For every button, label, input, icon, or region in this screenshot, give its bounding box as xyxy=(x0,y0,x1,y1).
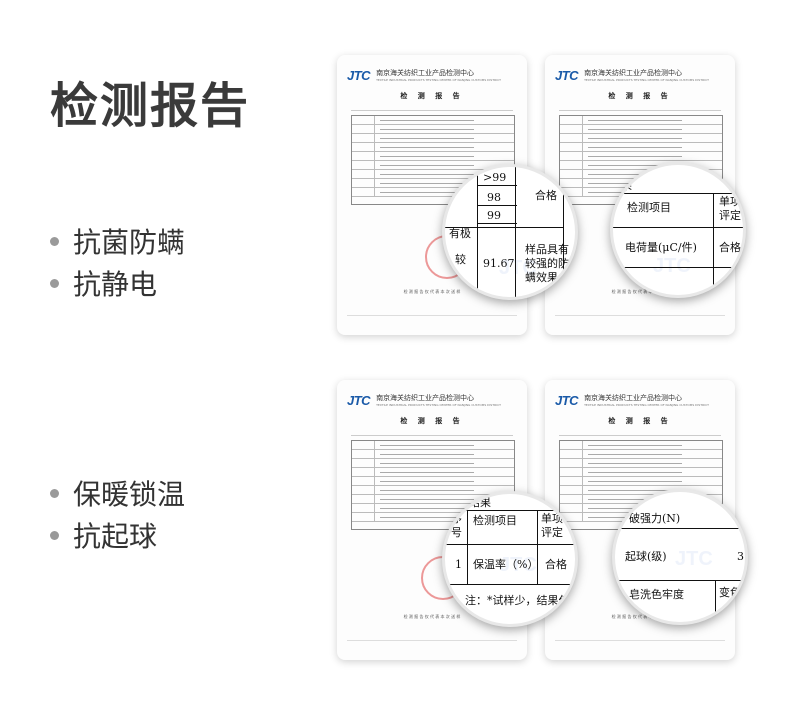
report-table xyxy=(351,440,515,530)
feature-list-top: 抗菌防螨 抗静电 xyxy=(50,220,185,304)
note-cell: 样品具有 较强的防 螨效果 xyxy=(525,243,569,284)
item-cell: 保温率（%） xyxy=(473,558,539,571)
watermark-logo: JTC xyxy=(499,257,537,279)
report-table xyxy=(351,115,515,205)
magnifier-antimite: JTC >99 98 99 有极 较 91.67 合格 样品具有 较强的防 螨效… xyxy=(442,164,578,300)
value-cell: >99 xyxy=(483,171,507,184)
magnifier-warmth: JTC 结果 检测项目 单项 评定 序 号 1 保温率（%） 合格 注：*试样少… xyxy=(442,491,578,627)
report-title: 检 测 报 告 xyxy=(608,417,672,425)
report-footer: 检 测 报 告 仅 代 表 本 次 送 样 xyxy=(403,289,461,294)
value-cell: 果 xyxy=(621,179,632,192)
item-cell: 起球(级) xyxy=(625,550,667,563)
value-cell: 3 xyxy=(737,550,744,563)
feature-label: 抗起球 xyxy=(73,520,158,553)
jtc-logo: JTC xyxy=(347,67,371,83)
feature-item: 抗起球 xyxy=(50,514,185,556)
fine-print xyxy=(347,640,517,650)
feature-item: 抗静电 xyxy=(50,262,185,304)
value-cell: 99 xyxy=(487,209,501,222)
report-title: 检 测 报 告 xyxy=(400,92,464,100)
feature-label: 抗菌防螨 xyxy=(73,226,186,259)
value-cell: 结果 xyxy=(469,496,491,509)
jtc-logo: JTC xyxy=(555,67,579,83)
result-cell: 合格 xyxy=(545,558,567,571)
item-cell: 破强力(N) xyxy=(629,512,681,525)
report-meta xyxy=(351,105,513,111)
header-cell: 单项 评定 xyxy=(541,512,563,539)
item-cell: 皂洗色牢度 xyxy=(629,588,684,601)
result-cell: 合格 xyxy=(535,189,557,202)
value-cell: 98 xyxy=(487,191,501,204)
fine-print xyxy=(555,315,725,325)
header-cell: 检测项目 xyxy=(473,514,517,527)
magnifier-pilling: JTC 破强力(N) 起球(级) 3 皂洗色牢度 变色 xyxy=(612,489,748,625)
report-title: 检 测 报 告 xyxy=(608,92,672,100)
jtc-logo: JTC xyxy=(555,392,579,408)
report-footer: 检 测 报 告 仅 代 表 本 次 送 样 xyxy=(611,289,669,294)
value-cell: 较 xyxy=(455,253,466,266)
fine-print xyxy=(555,640,725,650)
feature-list-bottom: 保暖锁温 抗起球 xyxy=(50,472,185,556)
header-cell: 单项 评定 xyxy=(719,195,741,222)
feature-item: 保暖锁温 xyxy=(50,472,185,514)
value-cell: 变色 xyxy=(719,586,741,599)
report-footer: 检 测 报 告 仅 代 表 本 次 送 样 xyxy=(611,614,669,619)
report-title: 检 测 报 告 xyxy=(400,417,464,425)
item-cell: 电荷量(μC/件) xyxy=(625,241,697,254)
result-cell: 合格 xyxy=(719,241,741,254)
bullet-dot-icon xyxy=(50,488,59,498)
feature-label: 抗静电 xyxy=(73,268,158,301)
value-cell: 有极 xyxy=(449,227,471,240)
report-meta xyxy=(559,430,721,436)
feature-item: 抗菌防螨 xyxy=(50,220,185,262)
feature-label: 保暖锁温 xyxy=(73,478,186,511)
bullet-dot-icon xyxy=(50,530,59,540)
note-cell: 注：*试样少，结果仅供 xyxy=(465,594,578,607)
report-meta xyxy=(559,105,721,111)
bullet-dot-icon xyxy=(50,278,59,288)
report-meta xyxy=(351,430,513,436)
jtc-logo: JTC xyxy=(347,392,371,408)
value-cell: 1 xyxy=(455,558,462,571)
header-cell: 序 号 xyxy=(451,512,462,539)
fine-print xyxy=(347,315,517,325)
magnifier-antistatic: JTC 果 检测项目 单项 评定 电荷量(μC/件) 合格 xyxy=(610,162,746,298)
report-footer: 检 测 报 告 仅 代 表 本 次 送 样 xyxy=(403,614,461,619)
watermark-logo: JTC xyxy=(653,255,691,277)
page-title: 检测报告 xyxy=(50,78,251,134)
bullet-dot-icon xyxy=(50,236,59,246)
watermark-logo: JTC xyxy=(499,554,537,576)
watermark-logo: JTC xyxy=(675,548,713,570)
header-cell: 检测项目 xyxy=(627,201,671,214)
value-cell: 91.67 xyxy=(483,257,515,270)
